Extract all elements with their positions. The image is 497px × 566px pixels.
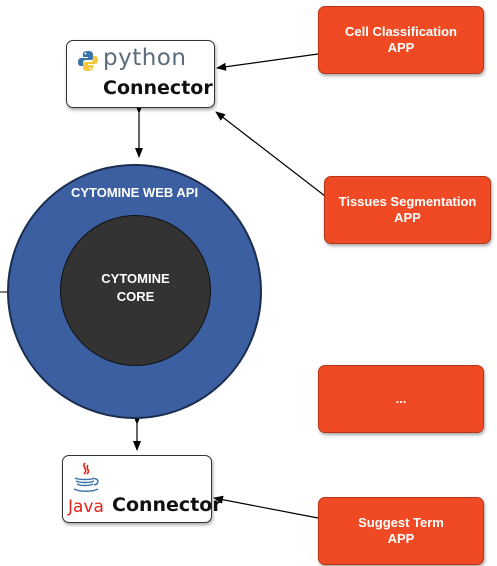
- app-label-line1: Tissues Segmentation: [338, 194, 477, 209]
- java-connector-label: Connector: [112, 494, 222, 516]
- arrow-suggest-term-to-java: [213, 495, 319, 519]
- app-label-line1: Suggest Term: [358, 515, 444, 530]
- app-box-cell-classification: Cell Classification APP: [318, 6, 484, 74]
- cytomine-web-api-ring: [7, 164, 262, 419]
- core-label: CYTOMINE CORE: [60, 270, 211, 306]
- app-label-line1: Cell Classification: [345, 24, 457, 39]
- java-wordmark: Java: [68, 497, 104, 517]
- arrow-tissues-segmentation-to-python: [215, 111, 326, 197]
- core-label-line1: CYTOMINE: [101, 271, 170, 286]
- app-label-line1: ...: [395, 391, 407, 406]
- core-label-line2: CORE: [116, 289, 155, 304]
- app-label-line2: APP: [387, 40, 415, 55]
- java-coffee-cup-icon: [73, 462, 99, 492]
- arrow-cell-classification-to-python: [216, 53, 319, 71]
- app-label-line2: APP: [394, 210, 421, 225]
- app-label-line2: APP: [387, 531, 415, 546]
- app-box-suggest-term: Suggest Term APP: [318, 497, 484, 565]
- python-connector-label: Connector: [103, 77, 213, 99]
- web-api-label: CYTOMINE WEB API: [70, 185, 199, 200]
- app-box-ellipsis: ...: [318, 365, 484, 433]
- cytomine-core-circle: [60, 215, 211, 366]
- python-wordmark: python: [103, 45, 187, 71]
- java-connector-box: Java Connector: [62, 455, 222, 523]
- python-connector-box: python Connector: [66, 40, 215, 108]
- app-box-tissues-segmentation: Tissues Segmentation APP: [324, 176, 491, 244]
- python-logo-icon: [78, 51, 98, 71]
